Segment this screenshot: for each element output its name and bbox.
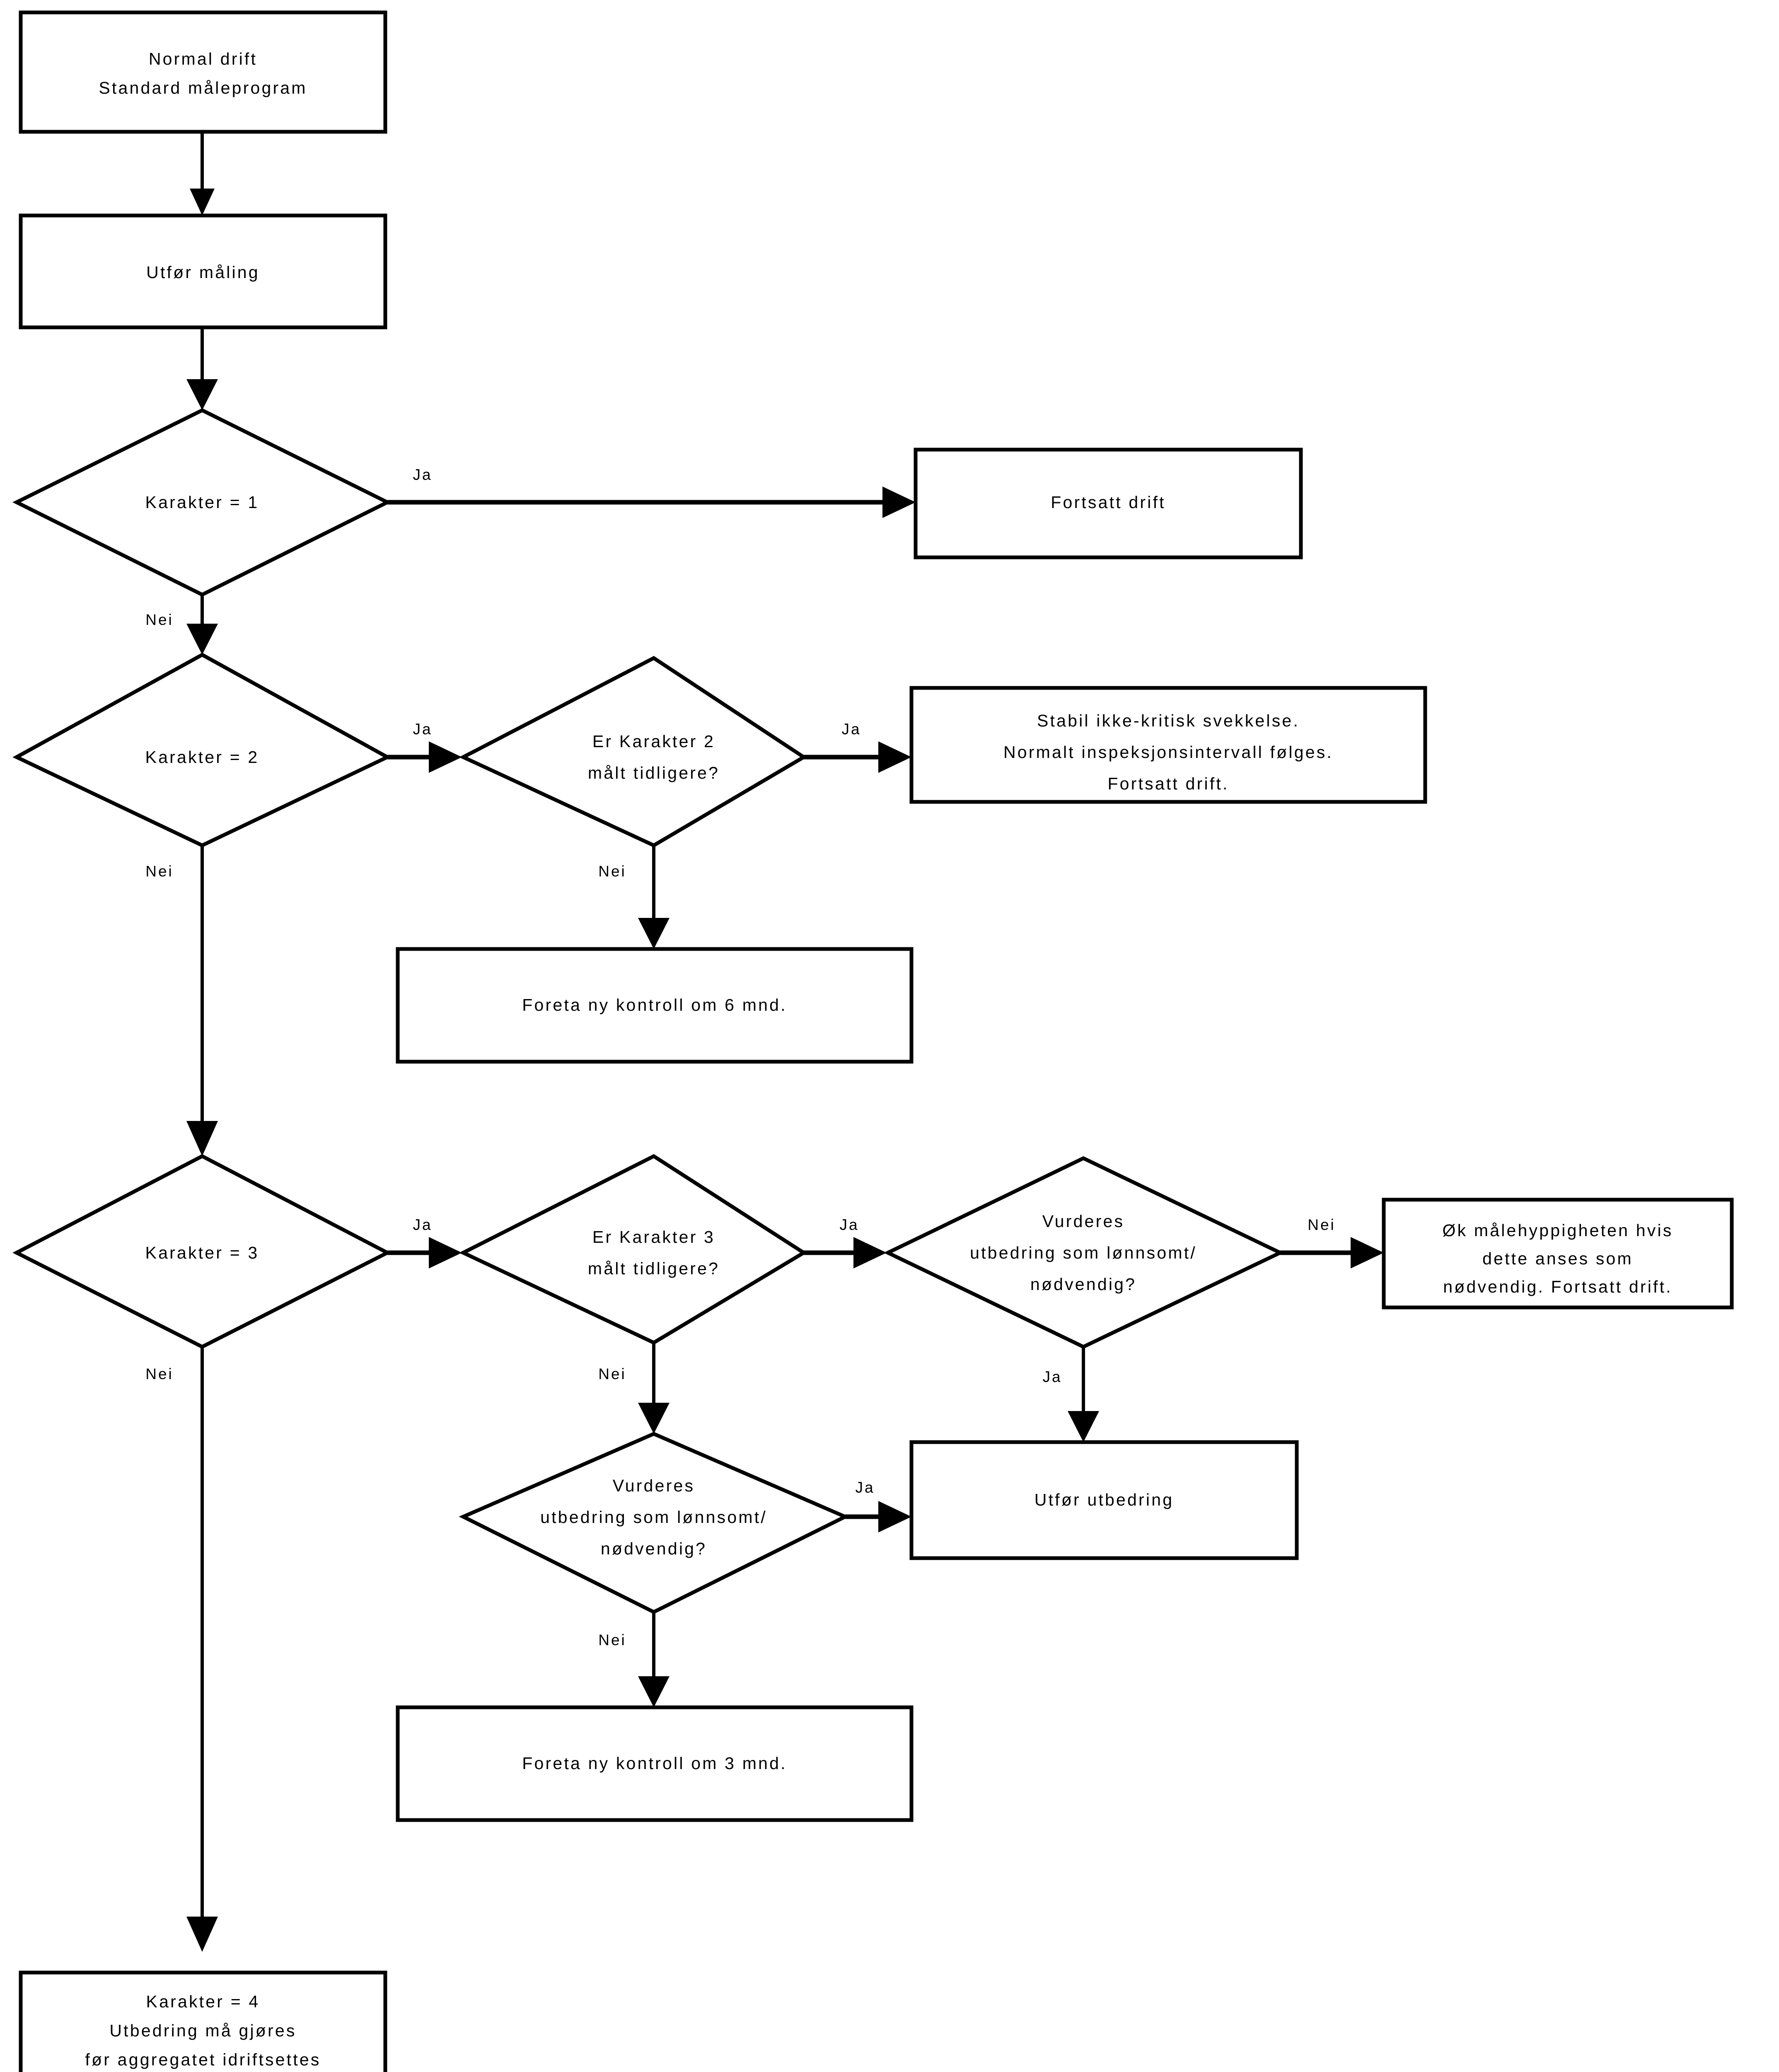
edge-label-karakter-3-nei: Nei (145, 1365, 174, 1382)
edge-label-karakter-2-ja: Ja (413, 721, 432, 738)
edge-label-karakter-1-ja: Ja (413, 466, 432, 483)
node-vurderes-nedre-line-1: Vurderes (613, 1476, 695, 1495)
node-normal-drift[interactable]: Normal drift Standard måleprogram (19, 10, 387, 134)
node-vurderes-utbedring-ovre[interactable]: Vurderes utbedring som lønnsomt/ nødvend… (883, 1156, 1285, 1349)
edge-er-karakter-2-nei-to-kontroll-6 (638, 845, 670, 949)
node-stabil-line-2: Normalt inspeksjonsintervall følges. (1003, 743, 1333, 762)
edge-label-er-karakter-2-nei: Nei (598, 863, 626, 880)
edge-label-vurderes-nedre-nei: Nei (598, 1631, 626, 1648)
node-karakter-3[interactable]: Karakter = 3 (12, 1154, 392, 1349)
node-vurderes-ovre-line-2: utbedring som lønnsomt/ (970, 1243, 1197, 1262)
node-er-karakter-2-line-1: Er Karakter 2 (592, 732, 715, 751)
node-er-karakter-2-line-2: målt tidligere? (588, 763, 720, 782)
node-utfor-maling-line-1: Utfør måling (146, 263, 260, 282)
node-er-karakter-3-malt-tidligere[interactable]: Er Karakter 3 målt tidligere? (459, 1154, 807, 1345)
edge-er-karakter-2-ja-to-stabil (804, 741, 911, 773)
edge-karakter-1-ja-to-fortsatt-drift (387, 487, 916, 518)
node-karakter-1-line-1: Karakter = 1 (145, 493, 259, 512)
node-karakter-4-line-2: Utbedring må gjøres (109, 2021, 296, 2040)
edge-label-er-karakter-2-ja: Ja (841, 721, 861, 738)
node-fortsatt-drift[interactable]: Fortsatt drift (914, 448, 1303, 559)
edge-vurderes-nedre-ja-to-utfor-utbedring (845, 1501, 911, 1532)
node-karakter-1[interactable]: Karakter = 1 (12, 408, 392, 597)
node-er-karakter-3-line-1: Er Karakter 3 (592, 1227, 715, 1247)
edge-karakter-3-nei-to-karakter-4 (186, 1347, 218, 1952)
node-ok-male-line-3: nødvendig. Fortsatt drift. (1443, 1277, 1673, 1296)
edge-label-vurderes-ovre-ja: Ja (1042, 1368, 1062, 1385)
edge-vurderes-ovre-ja-to-utfor-utbedring (1068, 1347, 1099, 1442)
node-kontroll-6-line-1: Foreta ny kontroll om 6 mnd. (522, 995, 787, 1014)
node-ok-malehyppigheten[interactable]: Øk målehyppigheten hvis dette anses som … (1382, 1198, 1734, 1310)
node-vurderes-ovre-line-1: Vurderes (1042, 1212, 1124, 1231)
node-kontroll-3-line-1: Foreta ny kontroll om 3 mnd. (522, 1754, 787, 1773)
node-ok-male-line-2: dette anses som (1482, 1249, 1633, 1268)
node-er-karakter-2-malt-tidligere[interactable]: Er Karakter 2 målt tidligere? (459, 656, 807, 848)
node-fortsatt-drift-line-1: Fortsatt drift (1051, 493, 1166, 512)
node-utfor-utbedring[interactable]: Utfør utbedring (909, 1440, 1299, 1560)
edge-label-karakter-3-ja: Ja (413, 1216, 432, 1233)
edge-label-karakter-1-nei: Nei (145, 611, 174, 628)
node-stabil-line-3: Fortsatt drift. (1107, 774, 1229, 793)
node-stabil-line-1: Stabil ikke-kritisk svekkelse. (1037, 711, 1300, 730)
node-ny-kontroll-6-mnd[interactable]: Foreta ny kontroll om 6 mnd. (396, 947, 914, 1064)
node-vurderes-ovre-line-3: nødvendig? (1030, 1275, 1136, 1294)
node-ny-kontroll-3-mnd[interactable]: Foreta ny kontroll om 3 mnd. (396, 1705, 914, 1822)
edge-utfor-maling-to-karakter-1 (186, 327, 218, 410)
node-karakter-4-line-1: Karakter = 4 (146, 1992, 260, 2011)
edge-er-karakter-3-ja-to-vurderes-ovre (804, 1237, 887, 1268)
node-stabil-ikke-kritisk[interactable]: Stabil ikke-kritisk svekkelse. Normalt i… (909, 686, 1427, 804)
edge-label-vurderes-ovre-nei: Nei (1308, 1216, 1336, 1233)
edge-karakter-2-nei-to-karakter-3 (186, 845, 218, 1156)
edge-label-er-karakter-3-ja: Ja (839, 1216, 859, 1233)
node-vurderes-utbedring-nedre[interactable]: Vurderes utbedring som lønnsomt/ nødvend… (459, 1432, 850, 1615)
edge-karakter-1-nei-to-karakter-2 (186, 595, 218, 655)
node-karakter-4[interactable]: Karakter = 4 Utbedring må gjøres før agg… (19, 1970, 387, 2072)
edge-er-karakter-3-nei-to-vurderes-nedre (638, 1343, 670, 1434)
edge-vurderes-nedre-nei-to-kontroll-3 (638, 1612, 670, 1707)
node-utfor-utbedring-line-1: Utfør utbedring (1035, 1490, 1174, 1509)
node-karakter-3-line-1: Karakter = 3 (145, 1243, 259, 1262)
node-er-karakter-3-line-2: målt tidligere? (588, 1259, 720, 1278)
node-karakter-2-line-1: Karakter = 2 (145, 748, 259, 767)
node-utfor-maling[interactable]: Utfør måling (19, 213, 387, 329)
node-normal-drift-line-1: Normal drift (149, 49, 257, 68)
node-vurderes-nedre-line-2: utbedring som lønnsomt/ (540, 1508, 767, 1527)
node-karakter-4-line-3: før aggregatet idriftsettes (85, 2050, 321, 2069)
edge-karakter-2-ja-to-er-karakter-2 (387, 741, 462, 773)
edge-normal-drift-to-utfor-maling (190, 132, 215, 215)
node-normal-drift-line-2: Standard måleprogram (99, 78, 307, 97)
node-karakter-2[interactable]: Karakter = 2 (12, 652, 392, 847)
edge-karakter-3-ja-to-er-karakter-3 (387, 1237, 462, 1268)
edge-label-er-karakter-3-nei: Nei (598, 1365, 626, 1382)
edge-label-karakter-2-nei: Nei (145, 863, 174, 880)
edge-vurderes-ovre-nei-to-ok-malehyppigheten (1280, 1237, 1384, 1268)
node-ok-male-line-1: Øk målehyppigheten hvis (1443, 1221, 1673, 1240)
node-vurderes-nedre-line-3: nødvendig? (601, 1539, 707, 1558)
edge-label-vurderes-nedre-ja: Ja (855, 1479, 875, 1496)
